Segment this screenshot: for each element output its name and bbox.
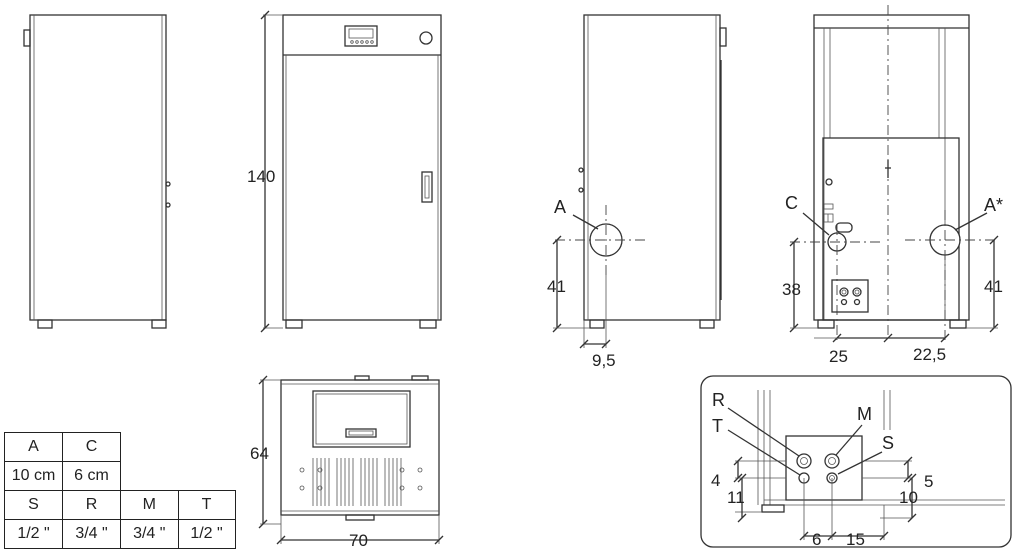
table-row: S R M T [4,490,236,520]
table-row: 1/2 " 3/4 " 3/4 " 1/2 " [4,519,236,549]
vent-grille [312,458,402,506]
label-a-star: A* [984,195,1003,215]
side-view-right [552,14,727,349]
dim-a-star-height: 41 [984,277,1003,296]
table-cell-empty [121,433,179,462]
connections-detail [700,375,1012,548]
dim-m-height: 10 [899,488,918,507]
table-cell: 3/4 " [120,519,179,549]
table-cell: 1/2 " [4,519,63,549]
label-t: T [712,416,723,436]
ash-drawer [312,390,411,448]
dim-width: 70 [349,531,368,550]
front-view [260,10,442,333]
dim-c-offset: 25 [829,347,848,366]
dim-a-offset: 9,5 [592,351,616,370]
dim-height: 140 [247,167,275,186]
table-cell: M [120,490,179,520]
dim-t-height: 4 [711,471,720,490]
table-cell: T [177,490,236,520]
table-row: A C [4,432,236,462]
label-s: S [882,433,894,453]
dim-r-height: 11 [727,488,745,507]
side-view-left [23,14,171,329]
table-cell: 1/2 " [177,519,236,549]
rear-view [789,5,999,343]
connection-panel [831,279,869,313]
table-cell: 6 cm [62,461,121,491]
table-cell-empty [121,462,179,491]
thermometer-icon [419,31,433,45]
connection-spec-table: A C 10 cm 6 cm S R M T 1/2 " 3/4 " 3/4 "… [4,432,236,549]
dim-depth: 64 [250,444,269,463]
table-cell-empty [178,433,235,462]
table-cell: R [62,490,121,520]
dim-a-height: 41 [547,277,566,296]
table-cell: 3/4 " [62,519,121,549]
control-panel-display [344,25,378,47]
table-cell: S [4,490,63,520]
table-cell-empty [178,462,235,491]
label-m: M [857,404,872,424]
door-handle [421,171,433,203]
label-a: A [554,197,566,217]
connection-m [824,453,840,469]
top-view [258,375,444,545]
dim-s-height: 5 [924,472,933,491]
connection-r [796,453,812,469]
label-r: R [712,390,725,410]
dim-c-height: 38 [782,280,801,299]
label-c: C [785,193,798,213]
dim-rm-spacing: 15 [846,530,865,549]
table-cell: 10 cm [4,461,63,491]
dim-t-offset: 6 [812,530,821,549]
table-cell: A [4,432,63,462]
dim-a-star-offset: 22,5 [913,345,946,364]
table-cell: C [62,432,121,462]
table-row: 10 cm 6 cm [4,461,236,491]
